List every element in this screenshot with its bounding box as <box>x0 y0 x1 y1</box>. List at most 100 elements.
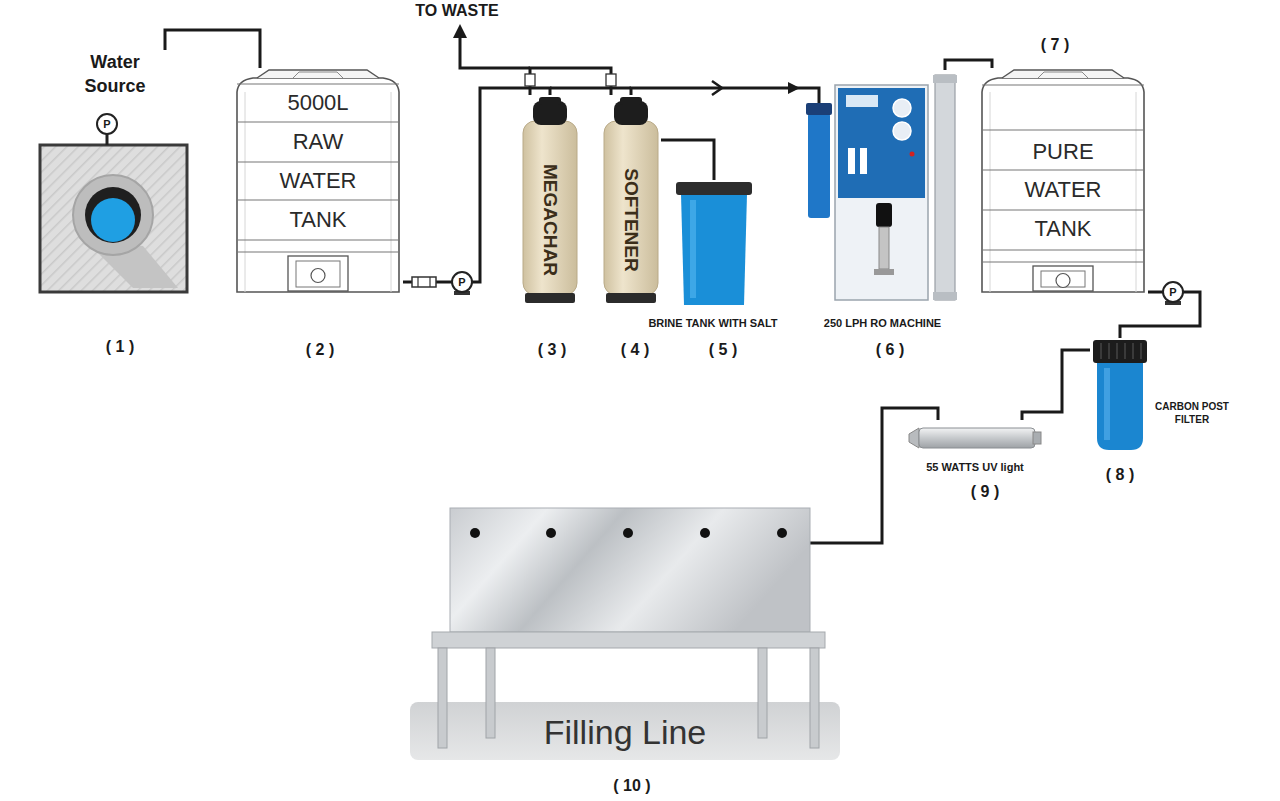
tank-band <box>237 199 399 200</box>
waste-pipe <box>460 36 530 68</box>
vessel-head <box>539 97 561 105</box>
table-leg <box>810 648 819 748</box>
tank-band <box>982 84 1144 85</box>
ro-pump-head <box>876 203 892 227</box>
uv-light: 55 WATTS UV light <box>905 420 1045 478</box>
valve-body <box>525 74 535 86</box>
pump-symbol <box>1163 282 1183 305</box>
callout-number: ( 3 ) <box>522 340 582 360</box>
well-water <box>91 198 135 242</box>
filling-nozzle <box>470 528 480 538</box>
carbon-post-filter-shape <box>1090 338 1240 453</box>
table-top <box>432 632 825 648</box>
tank-lid <box>257 70 379 78</box>
tank-band <box>982 209 1144 210</box>
tank-band <box>237 121 399 122</box>
valve-symbol <box>525 74 616 86</box>
table-leg <box>438 648 447 748</box>
tank-door <box>296 261 340 287</box>
megachar-vessel: MEGACHAR <box>520 95 580 305</box>
tank-band <box>237 161 399 162</box>
node-text: PURE <box>978 139 1148 165</box>
vessel-body <box>604 121 658 295</box>
uv-end <box>909 428 919 448</box>
brine-lid <box>676 182 752 195</box>
tank-band <box>982 169 1144 170</box>
table-leg <box>486 648 495 738</box>
table-panel <box>450 508 810 632</box>
feed-pipe <box>550 87 631 90</box>
pure-water-tank: PUREWATERTANK <box>978 68 1148 296</box>
vessel-head <box>620 97 642 105</box>
flow-label: TO WASTE <box>397 1 517 21</box>
filling-nozzle <box>777 528 787 538</box>
valve-mark <box>429 277 430 287</box>
pump-stand <box>106 134 109 145</box>
callout-number: ( 10 ) <box>597 776 667 796</box>
pipe-connector <box>661 140 714 180</box>
node-text: TANK <box>233 207 403 233</box>
tank-band <box>982 249 1144 250</box>
prefilter-body <box>808 113 830 218</box>
arrowhead <box>788 82 800 94</box>
pump-body <box>1163 282 1183 302</box>
ro-meter <box>848 148 855 174</box>
ro-membrane-cap <box>933 75 957 83</box>
valve-body <box>606 74 616 86</box>
waste-arrowhead <box>453 24 467 38</box>
callout-number: ( 4 ) <box>605 340 665 360</box>
callout-number: ( 7 ) <box>1025 35 1085 55</box>
filling-line: Filling Line <box>410 505 830 765</box>
ro-pump-body <box>879 227 889 269</box>
ro-membrane-cap <box>933 292 957 300</box>
pump-letter: P <box>1165 285 1181 299</box>
node-text: 55 WATTS UV light <box>905 460 1045 474</box>
tank-door <box>1041 271 1085 287</box>
filter-cap-ridges <box>1101 343 1141 359</box>
tank-door <box>1033 266 1093 291</box>
well-opening <box>85 187 141 243</box>
node-text: Water Source <box>75 50 155 98</box>
ro-meter <box>860 148 867 174</box>
tank-lid <box>293 72 343 78</box>
water-source: Water Source <box>38 50 190 294</box>
node-text: 250 LPH RO MACHINE <box>800 316 965 330</box>
callout-number: ( 6 ) <box>860 340 920 360</box>
ro-lamp <box>910 152 915 157</box>
brine-body <box>681 194 747 305</box>
tank-band <box>237 83 399 84</box>
brine-highlight <box>690 200 696 298</box>
tank-band <box>237 251 399 252</box>
node-text: BRINE TANK WITH SALT <box>633 316 793 330</box>
valve-mark <box>417 277 418 287</box>
pipe-connector <box>165 30 260 68</box>
vessel-body <box>523 121 577 295</box>
tank-lid <box>1002 70 1124 78</box>
waste-line <box>460 36 530 68</box>
well-ring <box>73 175 153 255</box>
callout-number: ( 2 ) <box>290 340 350 360</box>
node-text: MEGACHAR <box>538 155 562 285</box>
ro-machine-shape <box>800 70 965 335</box>
pipe-line <box>1022 350 1090 420</box>
pump-letter: P <box>99 117 115 131</box>
node-text: WATER <box>233 168 403 194</box>
ro-machine: 250 LPH RO MACHINE <box>800 70 965 335</box>
filling-nozzle <box>546 528 556 538</box>
filter-cap <box>1093 340 1147 363</box>
prefilter-cap <box>806 103 832 115</box>
brine-tank: BRINE TANK WITH SALT <box>638 180 788 335</box>
tank-band <box>982 261 1144 262</box>
pipe-line <box>661 140 714 180</box>
pipe-line <box>165 30 260 68</box>
prefilter-inlet <box>800 88 819 105</box>
filter-body <box>1097 362 1143 450</box>
node-text: SOFTENER <box>619 155 643 285</box>
pump-body <box>97 114 117 134</box>
callout-number: ( 1 ) <box>90 337 150 357</box>
vessel-foot <box>606 293 656 303</box>
callout-number: ( 5 ) <box>693 340 753 360</box>
tank-lid <box>1038 72 1088 78</box>
vessel-foot <box>525 293 575 303</box>
ro-gauge <box>893 122 911 140</box>
